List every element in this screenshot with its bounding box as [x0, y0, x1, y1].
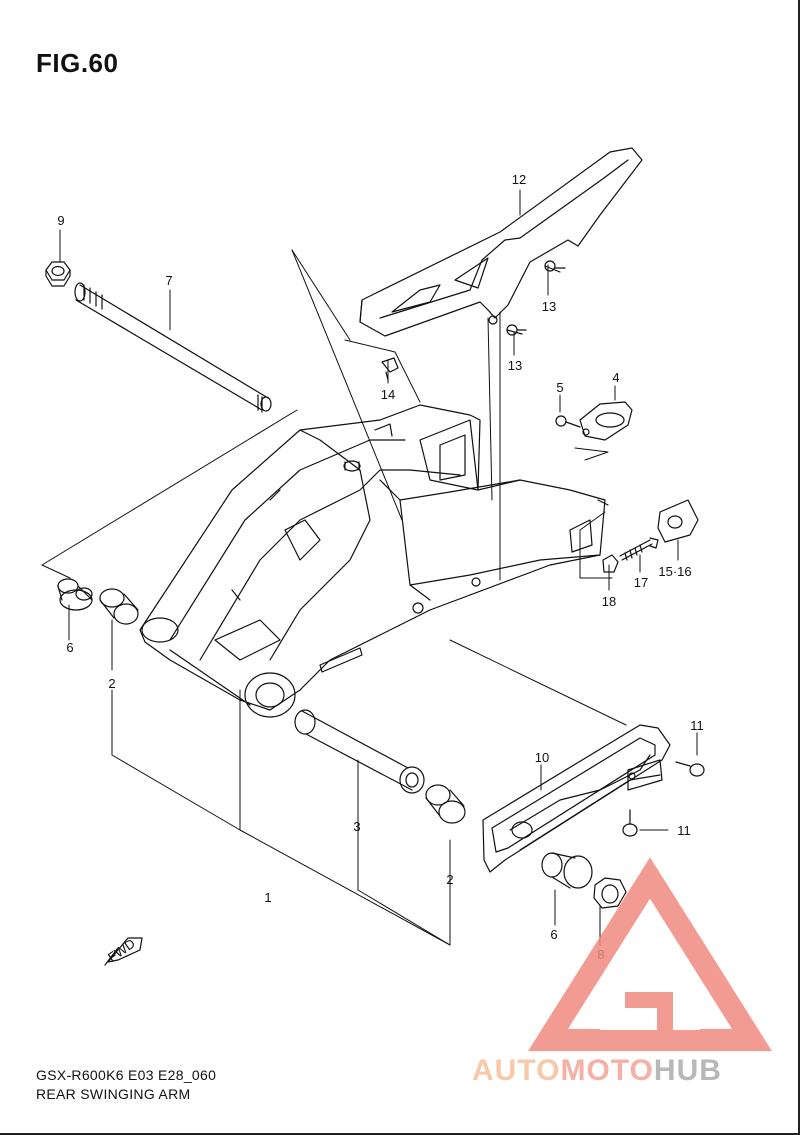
- callout-3: 3: [353, 819, 360, 834]
- watermark-moto: MOTO: [560, 1054, 654, 1087]
- nut-18: [602, 554, 619, 573]
- watermark-auto: AUTO: [472, 1054, 561, 1087]
- bearing-2b: [425, 784, 466, 824]
- assembly-name: REAR SWINGING ARM: [36, 1086, 191, 1102]
- automotohub-logo: [528, 857, 772, 1051]
- collar-6b: [541, 852, 593, 889]
- bolt-11a: [675, 761, 705, 777]
- bolt-13b: [506, 324, 527, 336]
- bolt-13a: [544, 260, 566, 273]
- callout-9: 9: [57, 213, 64, 228]
- callout-14: 14: [381, 387, 395, 402]
- bracket-4: [579, 401, 633, 441]
- callout-6a: 6: [66, 640, 73, 655]
- callout-11b: 11: [677, 823, 691, 838]
- callout-11a: 11: [690, 718, 704, 733]
- spacer-3: [294, 709, 425, 794]
- callout-18: 18: [602, 594, 616, 609]
- watermark-hub: HUB: [653, 1054, 722, 1087]
- fwd-arrow-icon: [104, 937, 143, 966]
- model-code: GSX-R600K6 E03 E28_060: [36, 1067, 217, 1083]
- callout-10: 10: [535, 750, 549, 765]
- swinging-arm-1: [139, 404, 609, 718]
- collar-6a: [57, 578, 93, 611]
- callout-7: 7: [165, 273, 172, 288]
- nut-8: [593, 877, 627, 909]
- callout-2a: 2: [108, 676, 115, 691]
- callout-4: 4: [612, 370, 619, 385]
- callout-5: 5: [556, 380, 563, 395]
- leader-lines: [41, 189, 698, 946]
- callout-13a: 13: [542, 299, 556, 314]
- bolt-11b: [622, 809, 638, 837]
- callout-15-16: 15·16: [658, 564, 691, 579]
- figure-title: FIG.60: [36, 48, 119, 78]
- callout-2b: 2: [446, 872, 453, 887]
- clamp-14: [381, 357, 399, 381]
- callout-12: 12: [512, 172, 526, 187]
- bolt-5: [555, 415, 581, 428]
- callout-17: 17: [634, 575, 648, 590]
- adjuster-bolt-17: [619, 537, 659, 561]
- callout-13b: 13: [508, 358, 522, 373]
- bearing-2a: [99, 588, 139, 625]
- adjuster-plate-15-16: [657, 499, 699, 543]
- chain-cover-12: [359, 147, 643, 337]
- callout-1: 1: [264, 890, 271, 905]
- chain-buffer-10: [482, 724, 671, 873]
- watermark-text: AUTOMOTOHUB: [472, 1054, 722, 1088]
- lock-nut-9: [45, 261, 71, 287]
- callout-6b: 6: [550, 927, 557, 942]
- pivot-shaft-7: [74, 282, 272, 413]
